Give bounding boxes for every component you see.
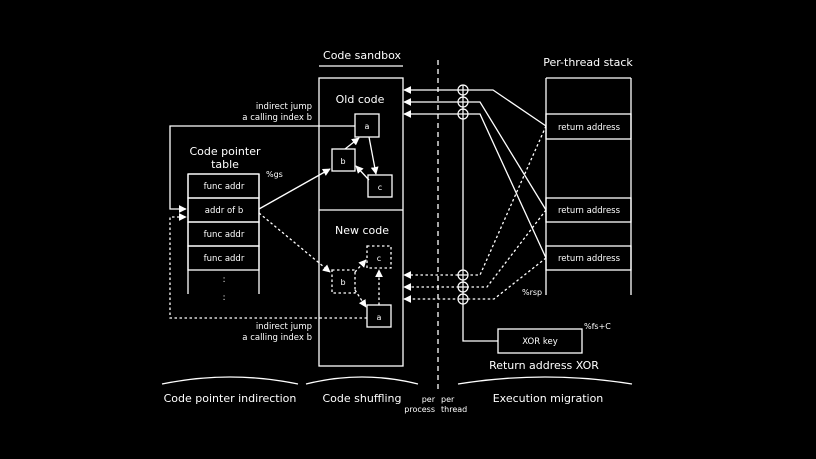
new-block-c-label: c xyxy=(377,254,381,263)
new-block-b-label: b xyxy=(340,278,345,287)
stack-return-address-2-label: return address xyxy=(558,206,621,216)
stack-to-new-code-2 xyxy=(403,209,547,291)
pointer-table-ellipsis: : xyxy=(223,275,226,285)
per-thread-stack-title: Per-thread stack xyxy=(543,56,633,69)
arrow-new-b-to-c xyxy=(354,259,367,273)
xor-icon xyxy=(457,269,469,281)
code-sandbox: Code sandbox Old code New code a b c c b… xyxy=(318,49,404,367)
old-code-label: Old code xyxy=(336,93,385,106)
indirect-jump-bottom-line2: a calling index b xyxy=(242,333,312,343)
new-block-c xyxy=(366,245,392,269)
stack-to-new-code-1 xyxy=(403,125,547,279)
divider-right-line1: per xyxy=(441,395,455,404)
xor-key-connector xyxy=(462,85,498,342)
pointer-table-ellipsis: : xyxy=(223,293,226,303)
footer-label-migration: Execution migration xyxy=(493,392,604,405)
footer-label-shuffling: Code shuffling xyxy=(323,392,402,405)
divider-right-line2: thread xyxy=(441,405,467,414)
old-block-c xyxy=(367,174,393,198)
pointer-to-old-b xyxy=(258,168,331,210)
pointer-table-cell: func addr xyxy=(204,230,245,240)
pointer-table-row xyxy=(187,245,260,271)
code-pointer-table-title-line1: Code pointer xyxy=(189,145,260,158)
pointer-to-new-b xyxy=(258,212,331,273)
xor-icon xyxy=(457,281,469,293)
footer-label-indirection: Code pointer indirection xyxy=(164,392,297,405)
xor-symbols xyxy=(457,84,469,305)
pointer-table-cell: addr of b xyxy=(205,206,244,216)
divider-left-line1: per xyxy=(422,395,436,404)
divider-left-line2: process xyxy=(404,405,435,414)
brace-indirection xyxy=(161,376,299,385)
per-thread-stack: Per-thread stack return address return a… xyxy=(522,56,633,297)
arrow-a-to-c xyxy=(368,136,379,175)
xor-key-label: XOR key xyxy=(522,337,557,347)
old-block-b xyxy=(331,148,356,172)
arrow-new-b-to-a xyxy=(354,289,367,308)
brace-shuffling xyxy=(305,376,419,385)
stack-to-old-code-1 xyxy=(403,86,547,127)
indirect-jump-top-line1: indirect jump xyxy=(256,102,312,112)
new-block-b xyxy=(331,269,356,294)
new-block-a-label: a xyxy=(377,313,382,322)
old-block-c-label: c xyxy=(378,183,382,192)
xor-icon xyxy=(457,293,469,305)
new-code-label: New code xyxy=(335,224,389,237)
code-sandbox-box xyxy=(318,77,404,367)
stack-to-old-code-2 xyxy=(403,98,547,211)
old-block-a-label: a xyxy=(365,122,370,131)
xor-key-box xyxy=(497,328,583,354)
stack-return-address-1-label: return address xyxy=(558,123,621,133)
xor-icon xyxy=(457,96,469,108)
brace-migration xyxy=(457,376,633,385)
code-sandbox-title: Code sandbox xyxy=(323,49,401,62)
process-thread-divider: per process per thread xyxy=(404,60,467,414)
arrow-b-to-a xyxy=(344,137,360,150)
indirect-jump-old-path xyxy=(169,125,355,213)
indirect-jump-new-path xyxy=(169,213,367,319)
stack-return-address-3-label: return address xyxy=(558,254,621,264)
old-block-b-label: b xyxy=(340,157,345,166)
arrow-c-to-b xyxy=(355,165,370,181)
gs-register-label: %gs xyxy=(266,170,283,179)
stack-to-new-code-3 xyxy=(403,257,547,303)
stack-to-old-code-3 xyxy=(403,110,547,259)
indirection-arrows: indirect jump a calling index b indirect… xyxy=(169,102,367,343)
fs-register-label: %fs+C xyxy=(584,322,611,331)
pointer-table-cell: func addr xyxy=(204,182,245,192)
rsp-register-label: %rsp xyxy=(522,288,542,297)
indirect-jump-top-line2: a calling index b xyxy=(242,113,312,123)
code-pointer-table-title-line2: table xyxy=(211,158,239,171)
migration-arrows xyxy=(403,85,547,342)
pointer-table-cell: func addr xyxy=(204,254,245,264)
footer: Code pointer indirection Code shuffling … xyxy=(161,376,633,405)
code-pointer-table: Code pointer table %gs func addr addr of… xyxy=(187,145,283,303)
return-address-xor-caption: Return address XOR xyxy=(489,359,599,372)
xor-icon xyxy=(457,108,469,120)
xor-key: XOR key %fs+C Return address XOR xyxy=(489,322,611,372)
indirect-jump-bottom-line1: indirect jump xyxy=(256,322,312,332)
xor-icon xyxy=(457,84,469,96)
